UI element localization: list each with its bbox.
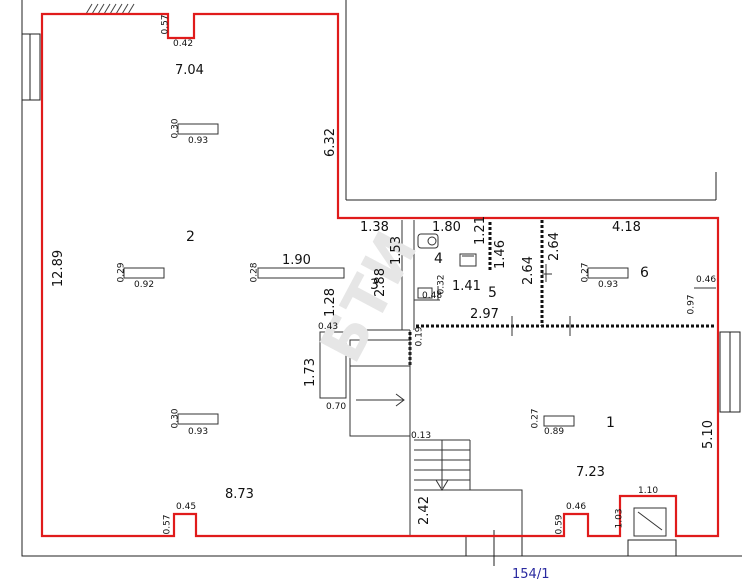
dim-121: 1.21 bbox=[472, 216, 488, 245]
sdim-093-c: 0.93 bbox=[598, 280, 619, 290]
sdim-059: 0.59 bbox=[554, 514, 565, 535]
room-number-6: 6 bbox=[640, 265, 649, 281]
dim-264-right: 2.64 bbox=[546, 232, 562, 261]
top-hatch bbox=[85, 3, 135, 15]
sdim-057-bottom: 0.57 bbox=[162, 514, 173, 535]
dim-153: 1.53 bbox=[388, 236, 404, 265]
room-number-5: 5 bbox=[488, 285, 497, 301]
dim-723: 7.23 bbox=[576, 465, 605, 480]
dim-510: 5.10 bbox=[700, 420, 716, 449]
sdim-042: 0.42 bbox=[173, 39, 194, 49]
sdim-030-b: 0.30 bbox=[170, 408, 181, 429]
sdim-029: 0.29 bbox=[116, 262, 127, 283]
sdim-103: 1.03 bbox=[614, 508, 625, 529]
dim-264-left: 2.64 bbox=[520, 256, 536, 285]
room-number-3: 3 bbox=[370, 277, 379, 293]
room-number-4: 4 bbox=[434, 251, 443, 267]
dim-297: 2.97 bbox=[470, 307, 499, 322]
sdim-048: 0.48 bbox=[422, 291, 443, 301]
sdim-046-bottom: 0.46 bbox=[566, 502, 587, 512]
dim-146: 1.46 bbox=[492, 240, 508, 269]
radiators bbox=[123, 123, 716, 427]
room-number-2: 2 bbox=[186, 229, 195, 245]
sdim-089: 0.89 bbox=[544, 427, 565, 437]
dim-173: 1.73 bbox=[302, 358, 318, 387]
sdim-070: 0.70 bbox=[326, 402, 347, 412]
ventilation-box bbox=[633, 507, 667, 537]
sdim-057-top: 0.57 bbox=[160, 14, 171, 35]
cadastral-number: 154/1 bbox=[512, 567, 550, 582]
dim-141: 1.41 bbox=[452, 279, 481, 294]
dim-128: 1.28 bbox=[322, 288, 338, 317]
dim-704: 7.04 bbox=[175, 63, 204, 78]
sdim-027-a: 0.27 bbox=[580, 262, 591, 283]
sdim-027-b: 0.27 bbox=[530, 408, 541, 429]
sdim-043: 0.43 bbox=[318, 322, 339, 332]
dim-110: 1.10 bbox=[638, 486, 659, 496]
sdim-093-a: 0.93 bbox=[188, 136, 209, 146]
sdim-046-right: 0.46 bbox=[696, 275, 717, 285]
sdim-093-b: 0.93 bbox=[188, 427, 209, 437]
sdim-028: 0.28 bbox=[249, 262, 260, 283]
dim-288: 2.88 bbox=[372, 268, 388, 297]
sdim-019: 0.19 bbox=[414, 326, 425, 347]
sdim-030-a: 0.30 bbox=[170, 118, 181, 139]
dim-632: 6.32 bbox=[322, 128, 338, 157]
dim-873: 8.73 bbox=[225, 487, 254, 502]
staircase bbox=[319, 331, 523, 536]
sdim-097: 0.97 bbox=[686, 294, 697, 315]
apartment-boundary bbox=[40, 12, 720, 538]
dim-180: 1.80 bbox=[432, 220, 461, 235]
dim-138: 1.38 bbox=[360, 220, 389, 235]
dim-418: 4.18 bbox=[612, 220, 641, 235]
dim-242: 2.42 bbox=[416, 496, 432, 525]
sdim-045: 0.45 bbox=[176, 502, 197, 512]
dim-190: 1.90 bbox=[282, 253, 311, 268]
toilet-fixtures bbox=[417, 233, 477, 299]
room-number-1: 1 bbox=[606, 415, 615, 431]
sdim-013: 0.13 bbox=[411, 431, 432, 441]
sdim-092: 0.92 bbox=[134, 280, 155, 290]
dim-1289: 12.89 bbox=[51, 249, 67, 288]
